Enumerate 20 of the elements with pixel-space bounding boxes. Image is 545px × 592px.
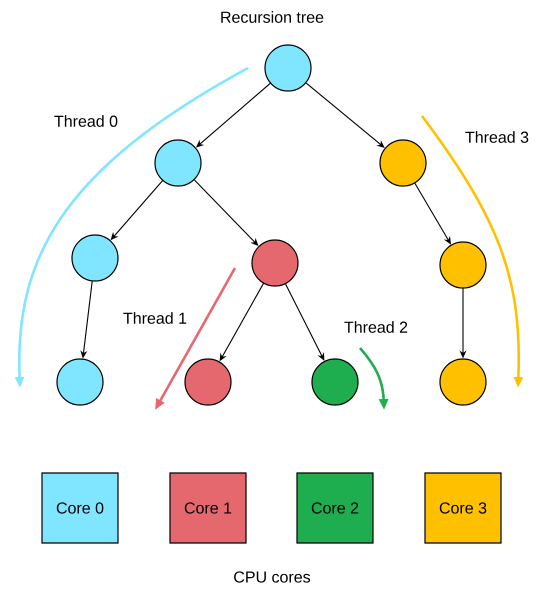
axis-title: CPU cores bbox=[232, 570, 312, 584]
tree-node bbox=[264, 44, 312, 92]
tree-node bbox=[71, 234, 119, 282]
thread-label: Thread 1 bbox=[122, 311, 188, 325]
core-box: Core 0 bbox=[41, 472, 119, 544]
core-box: Core 3 bbox=[424, 472, 502, 544]
core-box: Core 2 bbox=[296, 472, 374, 544]
tree-node bbox=[439, 358, 487, 406]
tree-node bbox=[379, 139, 427, 187]
title: Recursion tree bbox=[221, 11, 324, 23]
tree-node bbox=[311, 358, 359, 406]
thread-label: Thread 3 bbox=[464, 130, 530, 144]
tree-node bbox=[184, 358, 232, 406]
tree-node bbox=[439, 241, 487, 289]
tree-node bbox=[251, 239, 299, 287]
tree-node bbox=[154, 139, 202, 187]
tree-node bbox=[56, 358, 104, 406]
thread-label: Thread 0 bbox=[52, 114, 120, 128]
core-box: Core 1 bbox=[169, 472, 247, 544]
thread-label: Thread 2 bbox=[342, 320, 410, 334]
